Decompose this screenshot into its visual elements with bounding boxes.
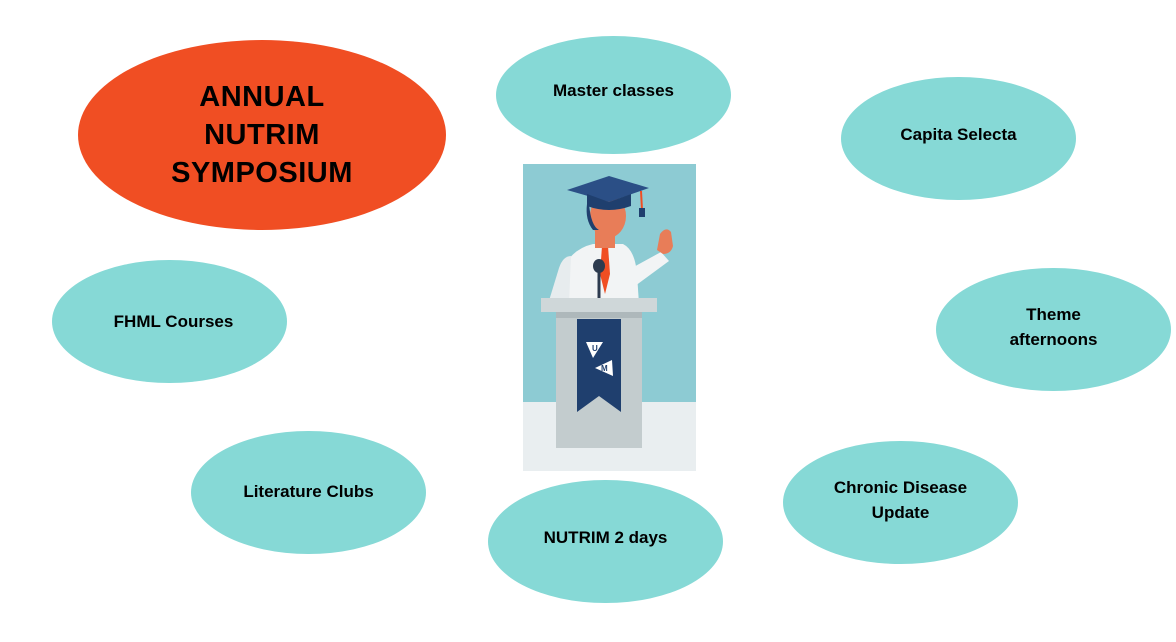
nutrim-2-days-bubble: NUTRIM 2 days: [488, 480, 723, 603]
literature-clubs-label: Literature Clubs: [243, 482, 374, 501]
svg-text:M: M: [601, 364, 608, 373]
graduate-speaker-at-podium-illustration: U M: [523, 164, 696, 471]
chronic-disease-update-bubble: Chronic Disease Update: [783, 441, 1018, 564]
nutrim-2-days-label: NUTRIM 2 days: [543, 528, 668, 547]
microphone-icon: [593, 259, 605, 273]
chronic-disease-update-label: Chronic Disease Update: [833, 477, 968, 522]
capita-selecta-label: Capita Selecta: [900, 125, 1017, 144]
raised-hand: [657, 229, 673, 254]
tassel: [639, 208, 645, 217]
left-arm: [548, 256, 571, 304]
fhml-courses-label: FHML Courses: [113, 312, 234, 331]
master-classes-bubble: Master classes: [496, 36, 731, 154]
shirt: [555, 244, 639, 304]
literature-clubs-bubble: Literature Clubs: [191, 431, 426, 554]
fhml-courses-bubble: FHML Courses: [52, 260, 287, 383]
podium-top: [541, 298, 657, 312]
podium-shadow: [556, 312, 642, 318]
theme-afternoons-bubble: Theme afternoons: [936, 268, 1171, 391]
annual-nutrim-symposium-label: ANNUAL NUTRIM SYMPOSIUM: [171, 81, 353, 189]
capita-selecta-bubble: Capita Selecta: [841, 77, 1076, 200]
tassel-cord: [640, 190, 643, 211]
um-logo-icon: U M: [586, 342, 613, 376]
annual-nutrim-symposium-bubble: ANNUAL NUTRIM SYMPOSIUM: [78, 40, 446, 230]
svg-text:U: U: [592, 344, 598, 353]
master-classes-label: Master classes: [553, 80, 674, 100]
tie: [600, 246, 610, 294]
hair: [586, 204, 599, 230]
theme-afternoons-label: Theme afternoons: [1009, 304, 1098, 349]
mortarboard-base: [587, 194, 631, 210]
